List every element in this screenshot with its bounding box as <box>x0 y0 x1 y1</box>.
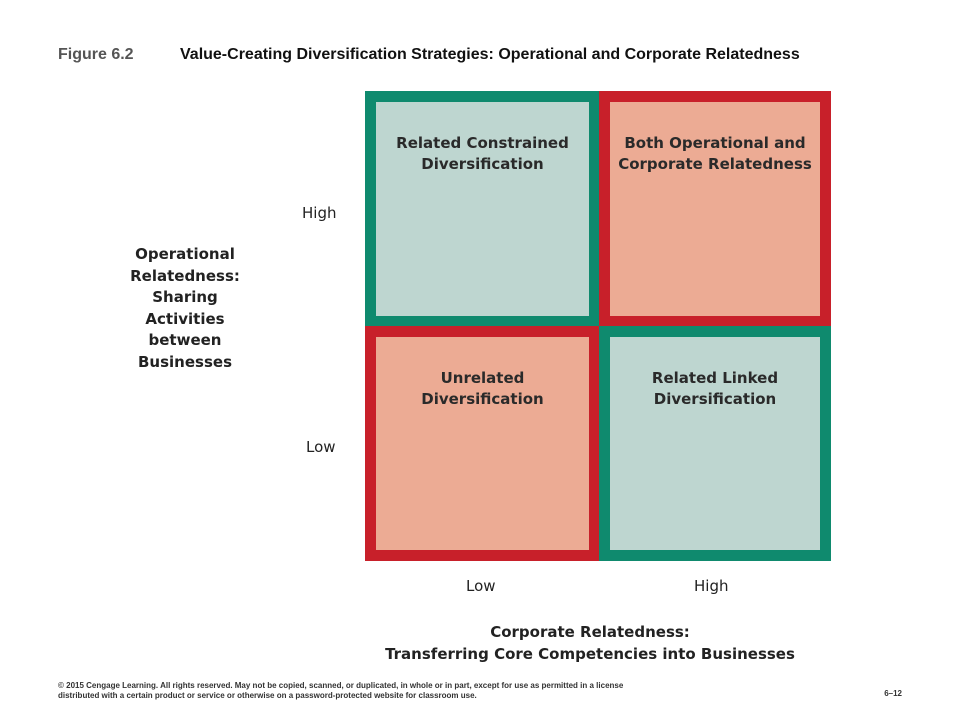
figure-title: Value-Creating Diversification Strategie… <box>180 46 800 63</box>
y-tick-high: High <box>302 204 337 222</box>
quadrant-related-linked: Related Linked Diversification <box>599 326 831 561</box>
quadrant-related-constrained: Related Constrained Diversification <box>365 91 600 327</box>
y-axis-label: Operational Relatedness: Sharing Activit… <box>130 245 240 371</box>
quadrant-unrelated: Unrelated Diversification <box>365 326 600 561</box>
quadrant-label: Unrelated Diversification <box>421 368 544 408</box>
quadrant-label: Related Linked Diversification <box>651 368 779 408</box>
x-tick-low: Low <box>466 577 496 595</box>
y-tick-low: Low <box>306 438 336 456</box>
figure-header: Figure 6.2 Value-Creating Diversification… <box>58 46 800 64</box>
figure-number: Figure 6.2 <box>58 46 134 63</box>
copyright-notice: © 2015 Cengage Learning. All rights rese… <box>58 681 624 700</box>
x-axis-label: Corporate Relatedness: Transferring Core… <box>385 623 795 663</box>
x-tick-high: High <box>694 577 729 595</box>
page-number: 6–12 <box>884 689 902 698</box>
quadrant-label: Related Constrained Diversification <box>396 134 569 173</box>
quadrant-label: Both Operational and Corporate Relatedne… <box>618 134 812 173</box>
quadrant-both-relatedness: Both Operational and Corporate Relatedne… <box>599 91 831 327</box>
